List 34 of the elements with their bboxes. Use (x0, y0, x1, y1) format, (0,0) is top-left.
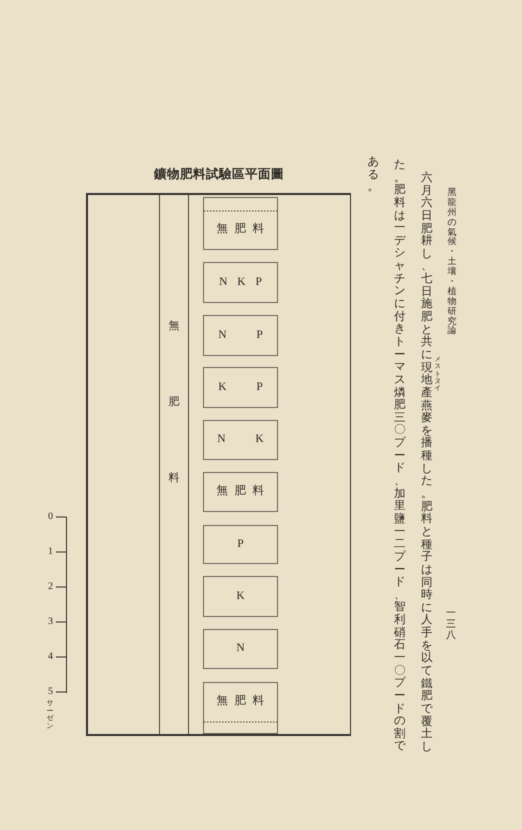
plot-box (203, 472, 278, 512)
body-text: た。肥料は一デシャチンに付きトーマス燐肥三〇プード、加里鹽一二プード、智利硝石一〇プードの割で (394, 159, 407, 754)
plot-label: N P (218, 330, 263, 342)
scale-number: 5 (48, 687, 53, 697)
plot-label: K P (218, 382, 263, 394)
scale-number: 2 (48, 582, 53, 592)
plot-label: N K (217, 434, 264, 446)
running-head: 黑龍州の氣候・土壤・植物研究論 (448, 188, 458, 336)
plot-box (203, 629, 278, 669)
body-text: ある。 (368, 156, 380, 194)
plot-label: P (237, 538, 244, 550)
scale-number: 0 (48, 512, 53, 522)
scale-number: 1 (48, 547, 53, 557)
strip-label: 無肥料 (168, 319, 180, 486)
plot-box (203, 525, 278, 564)
plot-box (203, 367, 278, 408)
page-number: 一三八 (446, 608, 457, 641)
plot-label: N K P (219, 276, 262, 288)
plot-box (203, 682, 278, 734)
figure-title: 鑛物肥料試驗區平面圖 (154, 168, 284, 180)
body-text: 六月六日肥耕し、七日施肥と共に現地產燕麥を播種した。肥料と種子は同時に人手を以て鐵肥で覆土し (421, 172, 434, 754)
plot-box (203, 262, 278, 303)
plot-label: N (236, 643, 245, 655)
plot-box (203, 315, 278, 356)
border-strip (159, 195, 189, 734)
plot-label: 無肥料 (216, 224, 270, 236)
plot-label: 無肥料 (216, 486, 270, 498)
plot-label: K (236, 590, 245, 602)
plot-label: 無肥料 (216, 696, 270, 708)
plot-box (203, 420, 278, 460)
plot-box (203, 197, 278, 250)
scale-number: 4 (48, 652, 53, 662)
plot-box (203, 576, 278, 617)
scale-number: 3 (48, 617, 53, 627)
